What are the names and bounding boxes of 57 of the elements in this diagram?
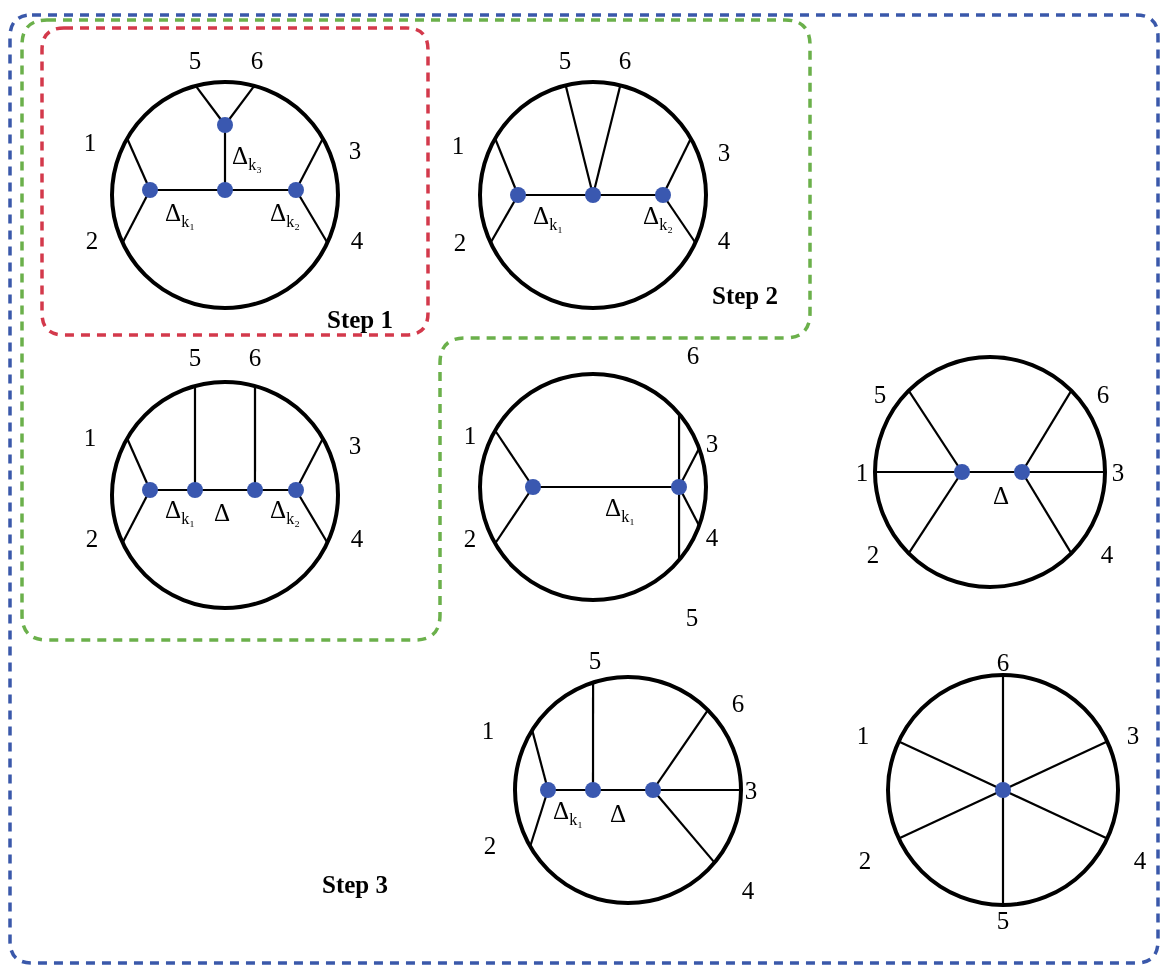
leg-label: 2 (85, 227, 99, 253)
leg-label: 4 (705, 524, 719, 550)
step-label: Step 2 (712, 282, 778, 310)
leg-label: 6 (1096, 381, 1110, 407)
leg-label: 6 (731, 690, 745, 716)
leg-label: 3 (717, 139, 731, 165)
leg-label: 3 (744, 777, 758, 803)
leg-label: 3 (1111, 459, 1125, 485)
propagator-label: Δ$_{k₁}$ (165, 199, 195, 231)
leg-label: 5 (188, 344, 202, 370)
leg-label: 1 (83, 129, 97, 155)
propagator-label: Δ$_{k₂}$ (270, 496, 300, 528)
propagator-label: Δ (213, 499, 231, 525)
leg-label: 4 (350, 525, 364, 551)
leg-label: 1 (481, 717, 495, 743)
leg-label: 6 (248, 344, 262, 370)
leg-label: 1 (855, 459, 869, 485)
leg-label: 2 (85, 525, 99, 551)
propagator-label: Δ$_{k₁}$ (533, 202, 563, 234)
leg-label: 5 (588, 647, 602, 673)
step-label: Step 3 (322, 871, 388, 899)
leg-label: 4 (350, 227, 364, 253)
propagator-label: Δ (609, 800, 627, 826)
leg-label: 3 (348, 432, 362, 458)
leg-label: 4 (717, 227, 731, 253)
propagator-label: Δ$_{k₂}$ (643, 202, 673, 234)
leg-label: 2 (483, 832, 497, 858)
leg-label: 6 (250, 47, 264, 73)
propagator-label: Δ$_{k₃}$ (232, 142, 262, 174)
leg-label: 1 (463, 422, 477, 448)
leg-label: 5 (558, 47, 572, 73)
leg-label: 1 (451, 132, 465, 158)
propagator-label: Δ$_{k₁}$ (553, 797, 583, 829)
propagator-label: Δ$_{k₁}$ (605, 494, 635, 526)
leg-label: 5 (996, 907, 1010, 933)
leg-label: 4 (741, 877, 755, 903)
leg-label: 5 (188, 47, 202, 73)
leg-label: 3 (1126, 722, 1140, 748)
leg-label: 6 (996, 649, 1010, 675)
leg-label: 2 (866, 541, 880, 567)
leg-label: 4 (1133, 847, 1147, 873)
leg-label: 3 (705, 430, 719, 456)
leg-label: 1 (856, 722, 870, 748)
leg-label: 6 (618, 47, 632, 73)
leg-label: 5 (685, 604, 699, 630)
leg-label: 2 (453, 229, 467, 255)
leg-label: 5 (873, 381, 887, 407)
propagator-label: Δ (992, 482, 1010, 508)
propagator-label: Δ$_{k₁}$ (165, 496, 195, 528)
leg-label: 4 (1100, 541, 1114, 567)
leg-label: 6 (686, 342, 700, 368)
leg-label: 3 (348, 137, 362, 163)
step-label: Step 1 (327, 306, 393, 334)
leg-label: 1 (83, 424, 97, 450)
propagator-label: Δ$_{k₂}$ (270, 199, 300, 231)
leg-label: 2 (463, 525, 477, 551)
leg-label: 2 (858, 847, 872, 873)
